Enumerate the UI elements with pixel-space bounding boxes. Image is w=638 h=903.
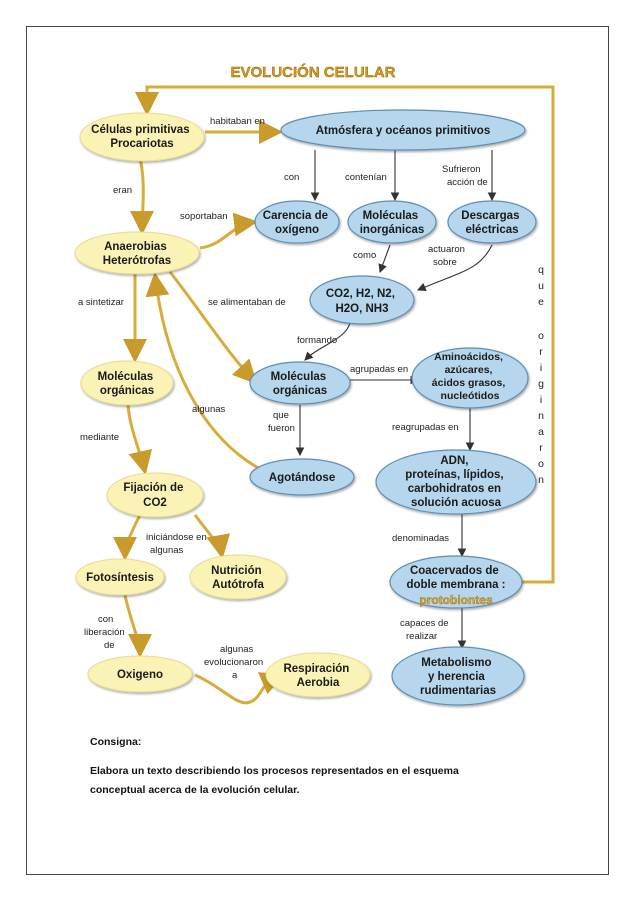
link-mediante — [126, 404, 153, 475]
consigna-line-2: conceptual acerca de la evolución celula… — [90, 784, 300, 796]
vertical-letter: a — [538, 426, 544, 438]
node-nutricion-shape — [189, 554, 287, 600]
blue-nodes — [249, 109, 537, 706]
node-adn: ADN, proteínas, lípidos, carbohidratos e… — [405, 455, 507, 509]
node-aminoacidos: Aminoácidos, azúcares, ácidos grasos, nu… — [432, 351, 508, 402]
node-coacervados: Coacervados de doble membrana : — [406, 565, 505, 591]
node-fijacion: Fijación de CO2 — [123, 482, 186, 509]
vertical-letter: o — [538, 458, 544, 470]
edge-agrupadas: agrupadas en — [350, 364, 408, 375]
link-como — [378, 244, 391, 274]
vertical-letter: e — [538, 296, 544, 308]
link-protobiontes-loop — [135, 85, 555, 584]
node-fijacion-shape — [106, 472, 204, 518]
node-moleculas-inorganicas: Moléculas inorgánicas — [360, 210, 425, 236]
node-co2-shape — [309, 275, 415, 325]
vertical-letter: n — [538, 474, 544, 486]
edge-eran: eran — [113, 185, 132, 196]
node-inorg-shape — [347, 200, 437, 244]
vertical-letter: i — [540, 362, 542, 374]
edge-formando: formando — [297, 335, 337, 346]
link-actuaron — [416, 244, 493, 292]
node-fotosintesis: Fotosíntesis — [86, 572, 154, 584]
node-oxigeno: Oxigeno — [117, 669, 163, 681]
node-atmosfera: Atmósfera y océanos primitivos — [316, 125, 490, 137]
vertical-letter: r — [539, 346, 543, 358]
link-soportaban — [199, 212, 258, 250]
edge-mediante: mediante — [80, 432, 119, 443]
link-foto-oxi — [123, 594, 152, 658]
link-eran — [130, 157, 155, 235]
node-respiracion-shape — [265, 652, 371, 698]
edge-con: con — [284, 172, 299, 183]
edge-habitaban: habitaban en — [210, 116, 265, 127]
node-celulas: Células primitivas Procariotas — [91, 124, 193, 150]
node-nutricion: Nutrición Autótrofa — [211, 565, 265, 591]
node-celulas-shape — [79, 112, 205, 162]
vertical-que-originaron: q u e o r i g i n a r o n — [538, 264, 544, 486]
edge-iniciandose: iniciándose en algunas — [146, 532, 209, 556]
node-atmosfera-shape — [280, 109, 526, 151]
node-anaerobias: Anaerobias Heterótrofas — [103, 241, 171, 267]
node-agotandose-shape — [249, 458, 355, 496]
edge-que-fueron: que fueron — [268, 410, 295, 434]
node-moleculas-left-shape — [80, 360, 174, 406]
vertical-letter: i — [540, 394, 542, 406]
yellow-nodes — [74, 112, 371, 698]
vertical-letter: g — [538, 378, 544, 390]
consigna-heading: Consigna: — [90, 736, 142, 748]
consigna-block: Consigna: Elabora un texto describiendo … — [90, 736, 540, 800]
node-carencia-shape — [254, 200, 340, 244]
node-labels: Células primitivas Procariotas Atmósfera… — [86, 124, 522, 697]
node-respiracion: Respiración Aerobia — [283, 663, 352, 689]
edge-labels: habitaban en eran con contenían Sufriero… — [78, 116, 488, 681]
edge-evolucionaron: algunas evolucionaron a — [204, 644, 266, 681]
node-aminoacidos-shape — [411, 347, 529, 409]
link-fijacion-foto — [113, 514, 142, 561]
consigna-text: Elabora un texto describiendo los proces… — [90, 762, 540, 800]
node-fotosintesis-shape — [75, 558, 165, 596]
node-descargas-shape — [447, 200, 537, 244]
vertical-letter: u — [538, 280, 544, 292]
vertical-letter: r — [539, 442, 543, 454]
consigna-line-1: Elabora un texto describiendo los proces… — [90, 765, 459, 777]
map-title: EVOLUCIÓN CELULAR — [231, 63, 396, 81]
vertical-letter: n — [538, 410, 544, 422]
node-carencia: Carencia de oxígeno — [263, 210, 331, 236]
node-moleculas-organicas-left: Moléculas orgánicas — [98, 371, 157, 397]
edge-a-sintetizar: a sintetizar — [78, 297, 124, 308]
edge-capaces: capaces de realizar — [400, 618, 451, 642]
node-oxigeno-shape — [87, 655, 193, 693]
edge-sufrieron: Sufrieron acción de — [442, 164, 488, 188]
node-adn-shape — [375, 449, 537, 515]
edge-reagrupadas: reagrupadas en — [392, 422, 459, 433]
link-algunas-back — [145, 272, 263, 472]
link-formando — [304, 322, 351, 361]
vertical-letter: o — [538, 330, 544, 342]
edge-se-alimentaban: se alimentaban de — [208, 297, 286, 308]
node-coacervados-shape — [389, 555, 523, 609]
edge-denominadas: denominadas — [392, 533, 449, 544]
node-metabolismo-shape — [391, 646, 525, 706]
dark-connectors — [295, 150, 497, 650]
edge-actuaron: actuaron sobre — [428, 244, 468, 268]
node-gases: CO2, H2, N2, H2O, NH3 — [326, 288, 398, 315]
node-agotandose: Agotándose — [269, 472, 335, 484]
link-alimentaban — [168, 271, 258, 385]
node-moleculas-organicas-center: Moléculas orgánicas — [271, 371, 330, 397]
edge-como: como — [353, 250, 376, 261]
edge-con-liberacion: con liberación de — [84, 614, 127, 651]
link-fijacion-nutri — [193, 514, 231, 559]
node-anaerobias-shape — [74, 231, 200, 275]
node-metabolismo: Metabolismo y herencia rudimentarias — [420, 657, 496, 697]
node-moleculas-center-shape — [249, 361, 351, 405]
vertical-letter: q — [538, 264, 544, 276]
node-protobiontes: protobiontes — [419, 593, 493, 607]
page-border — [26, 26, 609, 875]
edge-contenian: contenían — [345, 172, 387, 183]
node-descargas: Descargas eléctricas — [461, 210, 522, 236]
edge-soportaban: soportaban — [180, 211, 228, 222]
edge-algunas: algunas — [192, 404, 226, 415]
